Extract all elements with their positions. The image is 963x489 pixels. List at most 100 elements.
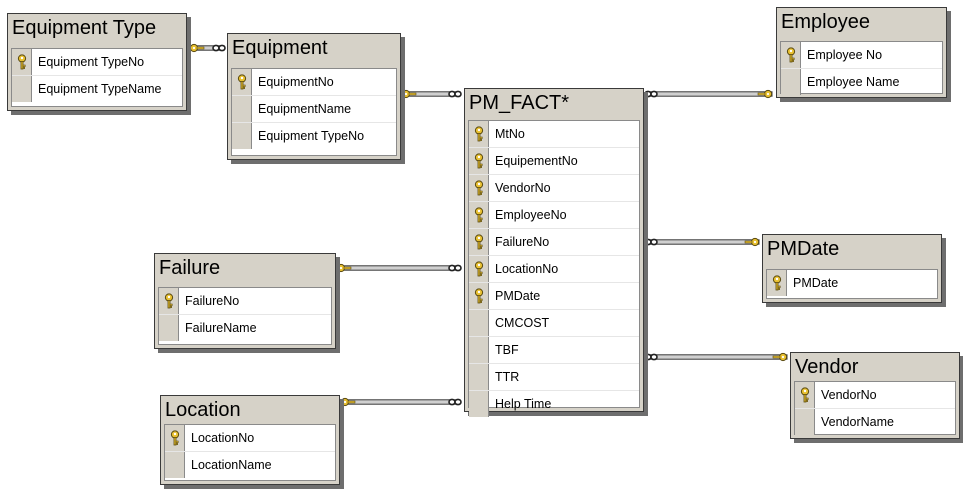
key-endpoint-icon bbox=[772, 352, 788, 362]
key-endpoint-icon bbox=[757, 89, 773, 99]
row-selector bbox=[795, 409, 815, 435]
column-row[interactable]: EquipmentNo bbox=[232, 69, 396, 95]
table-title[interactable]: PM_FACT* bbox=[469, 92, 570, 114]
primary-key-icon bbox=[781, 42, 801, 68]
column-name: Employee Name bbox=[807, 75, 900, 89]
column-row[interactable]: VendorNo bbox=[469, 174, 639, 201]
column-row[interactable]: PMDate bbox=[469, 282, 639, 309]
primary-key-icon bbox=[767, 270, 787, 296]
column-row[interactable]: LocationNo bbox=[469, 255, 639, 282]
primary-key-icon bbox=[469, 283, 489, 309]
table-title[interactable]: Vendor bbox=[795, 356, 859, 378]
column-row[interactable]: LocationName bbox=[165, 451, 335, 478]
column-name: EquipementNo bbox=[495, 154, 578, 168]
column-row[interactable]: VendorNo bbox=[795, 382, 955, 408]
table-title[interactable]: Failure bbox=[159, 257, 221, 279]
column-row[interactable]: EquipmentName bbox=[232, 95, 396, 122]
column-row[interactable]: MtNo bbox=[469, 121, 639, 147]
column-name: TTR bbox=[495, 370, 520, 384]
column-name: PMDate bbox=[495, 289, 541, 303]
column-name: Help Time bbox=[495, 397, 552, 411]
column-row[interactable]: TTR bbox=[469, 363, 639, 390]
column-row[interactable]: Equipment TypeNo bbox=[232, 122, 396, 149]
column-name: EmployeeNo bbox=[495, 208, 567, 222]
row-selector bbox=[232, 123, 252, 149]
column-row[interactable]: EmployeeNo bbox=[469, 201, 639, 228]
primary-key-icon bbox=[232, 69, 252, 95]
table-title[interactable]: Equipment Type bbox=[12, 17, 157, 39]
column-row[interactable]: FailureName bbox=[159, 314, 331, 341]
primary-key-icon bbox=[469, 229, 489, 255]
row-selector bbox=[159, 315, 179, 341]
column-name: VendorNo bbox=[495, 181, 551, 195]
column-row[interactable]: Equipment TypeNo bbox=[12, 49, 182, 75]
infinity-endpoint-icon bbox=[644, 90, 658, 98]
table-employee[interactable]: Employee Employee No Employee Name bbox=[776, 7, 947, 98]
table-title[interactable]: Equipment bbox=[232, 37, 328, 59]
column-row[interactable]: EquipementNo bbox=[469, 147, 639, 174]
infinity-endpoint-icon bbox=[448, 398, 462, 406]
column-name: Equipment TypeName bbox=[38, 82, 162, 96]
relationship-line[interactable] bbox=[644, 89, 773, 99]
column-row[interactable]: CMCOST bbox=[469, 309, 639, 336]
infinity-endpoint-icon bbox=[212, 44, 226, 52]
column-name: VendorNo bbox=[821, 388, 877, 402]
column-name: LocationNo bbox=[495, 262, 559, 276]
column-row[interactable]: VendorName bbox=[795, 408, 955, 435]
relationship-line[interactable] bbox=[340, 397, 462, 407]
column-name: CMCOST bbox=[495, 316, 550, 330]
table-pmdate[interactable]: PMDate PMDate bbox=[762, 234, 942, 303]
column-row[interactable]: Employee No bbox=[781, 42, 942, 68]
column-list: PMDate bbox=[766, 269, 938, 299]
infinity-endpoint-icon bbox=[448, 264, 462, 272]
column-name: LocationNo bbox=[191, 431, 255, 445]
primary-key-icon bbox=[469, 202, 489, 228]
infinity-endpoint-icon bbox=[644, 238, 658, 246]
column-row[interactable]: FailureNo bbox=[469, 228, 639, 255]
row-selector bbox=[469, 310, 489, 336]
column-row[interactable]: TBF bbox=[469, 336, 639, 363]
row-selector bbox=[12, 76, 32, 102]
column-name: TBF bbox=[495, 343, 519, 357]
column-row[interactable]: LocationNo bbox=[165, 425, 335, 451]
key-endpoint-icon bbox=[744, 237, 760, 247]
row-selector bbox=[781, 69, 801, 95]
key-endpoint-icon bbox=[340, 397, 356, 407]
relationship-line[interactable] bbox=[336, 263, 462, 273]
column-row[interactable]: Help Time bbox=[469, 390, 639, 417]
relationship-line[interactable] bbox=[644, 352, 788, 362]
column-name: LocationName bbox=[191, 458, 272, 472]
relationship-line[interactable] bbox=[401, 89, 462, 99]
column-name: EquipmentName bbox=[258, 102, 352, 116]
primary-key-icon bbox=[165, 425, 185, 451]
column-name: FailureName bbox=[185, 321, 257, 335]
column-name: Equipment TypeNo bbox=[258, 129, 365, 143]
primary-key-icon bbox=[469, 256, 489, 282]
row-selector bbox=[469, 391, 489, 417]
relationship-line[interactable] bbox=[189, 43, 226, 53]
table-title[interactable]: Employee bbox=[781, 11, 870, 33]
column-row[interactable]: Employee Name bbox=[781, 68, 942, 95]
column-row[interactable]: PMDate bbox=[767, 270, 937, 296]
column-row[interactable]: Equipment TypeName bbox=[12, 75, 182, 102]
column-name: VendorName bbox=[821, 415, 894, 429]
primary-key-icon bbox=[795, 382, 815, 408]
row-selector bbox=[469, 364, 489, 390]
column-row[interactable]: FailureNo bbox=[159, 288, 331, 314]
table-title[interactable]: Location bbox=[165, 399, 241, 421]
relationship-line[interactable] bbox=[644, 237, 760, 247]
row-selector bbox=[232, 96, 252, 122]
row-selector bbox=[165, 452, 185, 478]
table-title[interactable]: PMDate bbox=[767, 238, 840, 260]
